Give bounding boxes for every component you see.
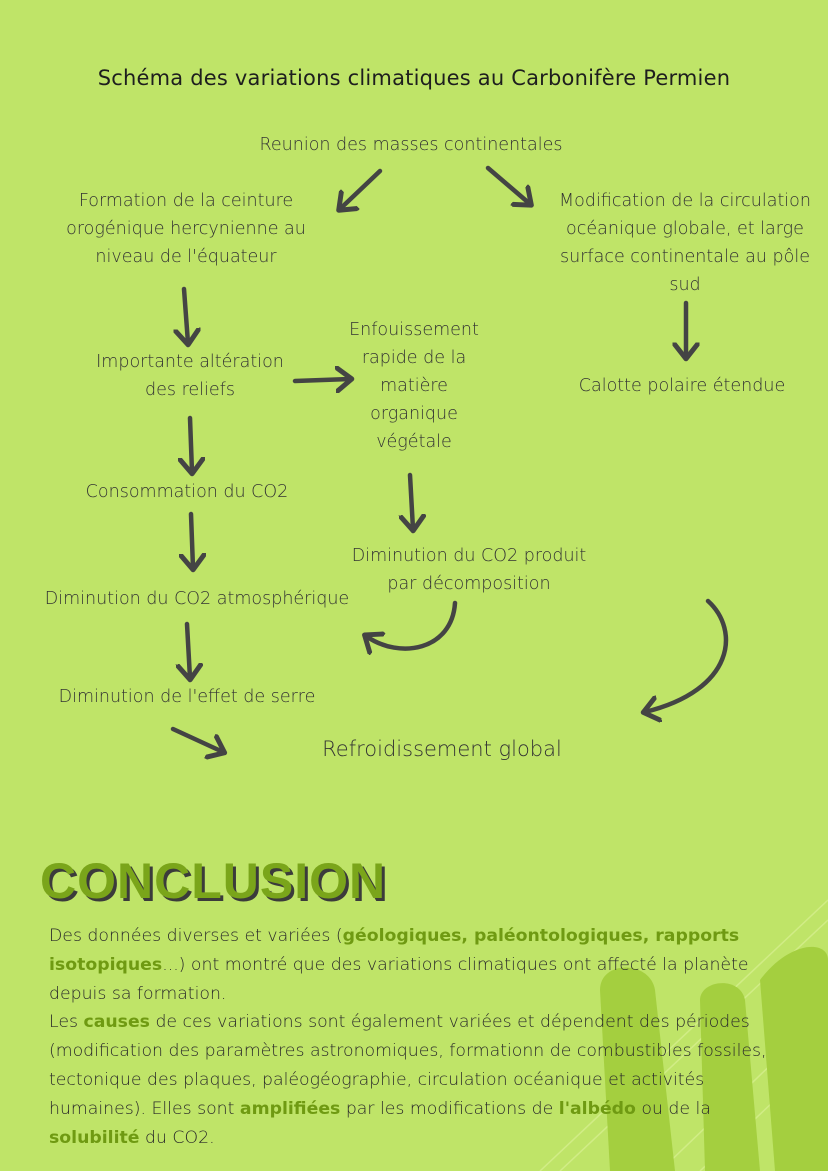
arrow-enfouissement-to-diminution-decomposition xyxy=(410,472,413,529)
node-effet-de-serre: Diminution de l'effet de serre xyxy=(58,687,316,707)
conclusion-heading: CONCLUSION xyxy=(40,853,387,909)
arrow-ceinture-to-alteration xyxy=(184,286,188,343)
arrow-effet-serre-to-refroidissement xyxy=(170,726,223,752)
arrow-calotte-to-refroidissement xyxy=(645,598,729,712)
diagram-title: Schéma des variations climatiques au Car… xyxy=(97,66,731,90)
arrow-alteration-to-consommation xyxy=(190,415,192,472)
arrow-alteration-to-enfouissement xyxy=(292,379,350,381)
arrow-reunion-to-circulation xyxy=(485,165,530,204)
arrow-consommation-to-diminution-atmo xyxy=(191,511,193,568)
arrow-reunion-to-ceinture xyxy=(340,168,383,209)
node-reunion-masses: Reunion des masses continentales xyxy=(259,135,563,155)
conclusion-body: Des données diverses et variées (géologi… xyxy=(49,922,789,1152)
node-refroidissement-global: Refroidissement global xyxy=(322,737,562,761)
node-diminution-co2-atmospherique: Diminution du CO2 atmosphérique xyxy=(44,589,350,609)
arrow-atmo-to-effet-serre xyxy=(187,621,190,678)
node-calotte-polaire: Calotte polaire étendue xyxy=(578,376,786,396)
node-consommation-co2: Consommation du CO2 xyxy=(85,482,289,502)
conclusion-paragraph-2: Les causes de ces variations sont égalem… xyxy=(49,1012,767,1148)
conclusion-paragraph-1: Des données diverses et variées (géologi… xyxy=(49,926,749,1004)
arrow-decomposition-to-atmo xyxy=(366,600,458,649)
